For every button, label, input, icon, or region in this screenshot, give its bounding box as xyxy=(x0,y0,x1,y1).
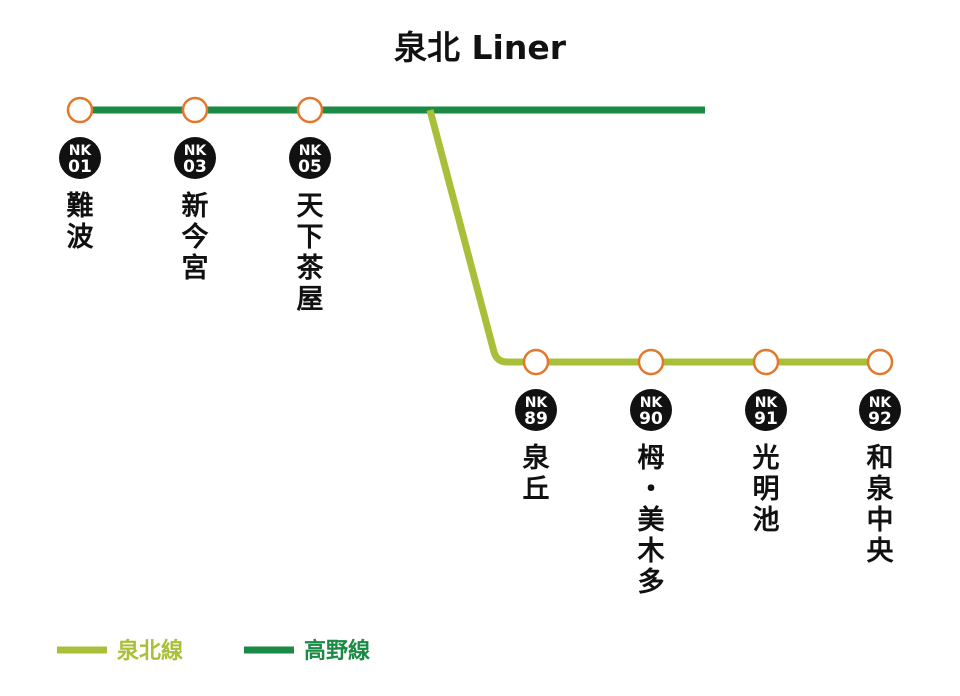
station-marker xyxy=(66,96,94,124)
station-code-number: 92 xyxy=(868,409,892,429)
station-name: 栂・美木多 xyxy=(637,443,665,598)
station-marker xyxy=(866,348,894,376)
station-number-badge xyxy=(515,389,557,431)
stations: NK01難波NK03新今宮NK05天下茶屋NK89泉丘NK90栂・美木多NK91… xyxy=(59,96,901,598)
station-code-number: 91 xyxy=(754,409,778,429)
station-code-prefix: NK xyxy=(525,395,549,411)
station-marker xyxy=(637,348,665,376)
station-code-prefix: NK xyxy=(69,143,93,159)
station-code-prefix: NK xyxy=(640,395,664,411)
station-code-prefix: NK xyxy=(755,395,779,411)
station-code-number: 89 xyxy=(524,409,548,429)
station-code-number: 01 xyxy=(68,157,92,177)
station-code-number: 03 xyxy=(183,157,207,177)
senboku-line-track xyxy=(426,109,880,366)
station-name: 泉丘 xyxy=(523,442,551,505)
station-code-prefix: NK xyxy=(299,143,323,159)
station-name: 天下茶屋 xyxy=(297,191,325,315)
station-code-prefix: NK xyxy=(184,143,208,159)
station-name: 和泉中央 xyxy=(867,443,895,567)
station-marker xyxy=(752,348,780,376)
legend-senboku-label: 泉北線 xyxy=(117,638,183,664)
station-name: 新今宮 xyxy=(182,190,209,284)
station-number-badge xyxy=(745,389,787,431)
station-marker xyxy=(181,96,209,124)
diagram-title: 泉北 Liner xyxy=(394,28,567,67)
station-code-number: 05 xyxy=(298,157,322,177)
legend-koya-label: 高野線 xyxy=(304,638,370,664)
station-number-badge xyxy=(174,137,216,179)
legend: 泉北線 高野線 xyxy=(57,638,370,664)
station-marker xyxy=(522,348,550,376)
station-number-badge xyxy=(859,389,901,431)
station-number-badge xyxy=(59,137,101,179)
station-name: 光明池 xyxy=(752,443,780,536)
station-number-badge xyxy=(630,389,672,431)
station-code-prefix: NK xyxy=(869,395,893,411)
station-name: 難波 xyxy=(67,191,95,253)
station-number-badge xyxy=(289,137,331,179)
station-code-number: 90 xyxy=(639,409,663,429)
station-marker xyxy=(296,96,324,124)
